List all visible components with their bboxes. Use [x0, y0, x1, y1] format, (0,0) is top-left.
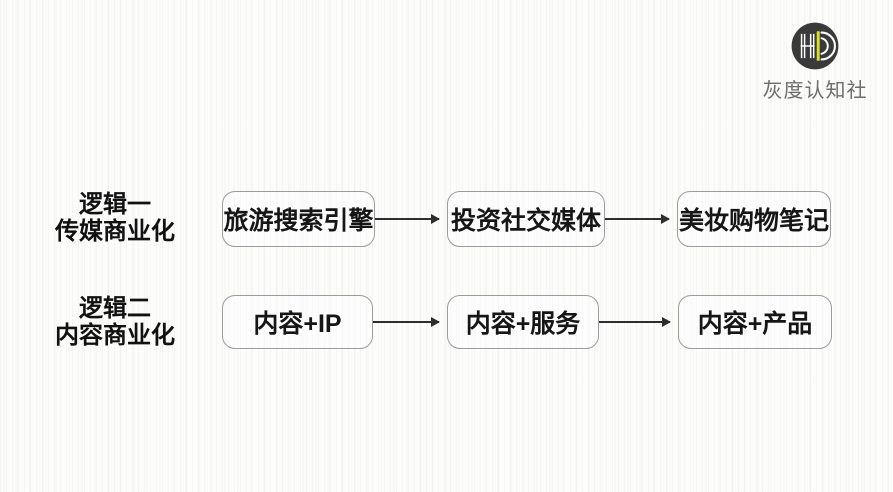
- flow-arrow: [375, 214, 440, 224]
- flow-node-label: 内容+产品: [697, 310, 813, 338]
- flow-arrow: [373, 317, 440, 327]
- flow-arrow: [599, 317, 671, 327]
- row-label-line2: 传媒商业化: [55, 218, 175, 245]
- flow-node-content-ip: 内容+IP: [222, 295, 373, 349]
- row-label-logic-2: 逻辑二 内容商业化: [34, 294, 196, 350]
- brand-logo: 灰度认知社: [758, 20, 872, 102]
- flow-arrow: [605, 214, 670, 224]
- flow-node-label: 投资社交媒体: [450, 207, 601, 235]
- hd-logo-icon: [791, 22, 839, 70]
- flow-node-content-product: 内容+产品: [678, 295, 832, 349]
- row-label-logic-1: 逻辑一 传媒商业化: [34, 190, 196, 246]
- row-label-line1: 逻辑二: [79, 295, 151, 322]
- flow-node-label: 内容+IP: [253, 310, 342, 338]
- flow-node-beauty-notes: 美妆购物笔记: [677, 191, 831, 247]
- flow-node-content-service: 内容+服务: [447, 295, 599, 349]
- flow-node-label: 内容+服务: [465, 310, 581, 338]
- brand-name: 灰度认知社: [762, 80, 868, 102]
- flow-node-label: 旅游搜索引擎: [223, 207, 374, 235]
- row-label-line2: 内容商业化: [55, 322, 175, 349]
- flow-node-travel-search: 旅游搜索引擎: [222, 191, 375, 247]
- flow-node-social-media: 投资社交媒体: [447, 191, 605, 247]
- flow-node-label: 美妆购物笔记: [678, 207, 829, 235]
- row-label-line1: 逻辑一: [79, 191, 151, 218]
